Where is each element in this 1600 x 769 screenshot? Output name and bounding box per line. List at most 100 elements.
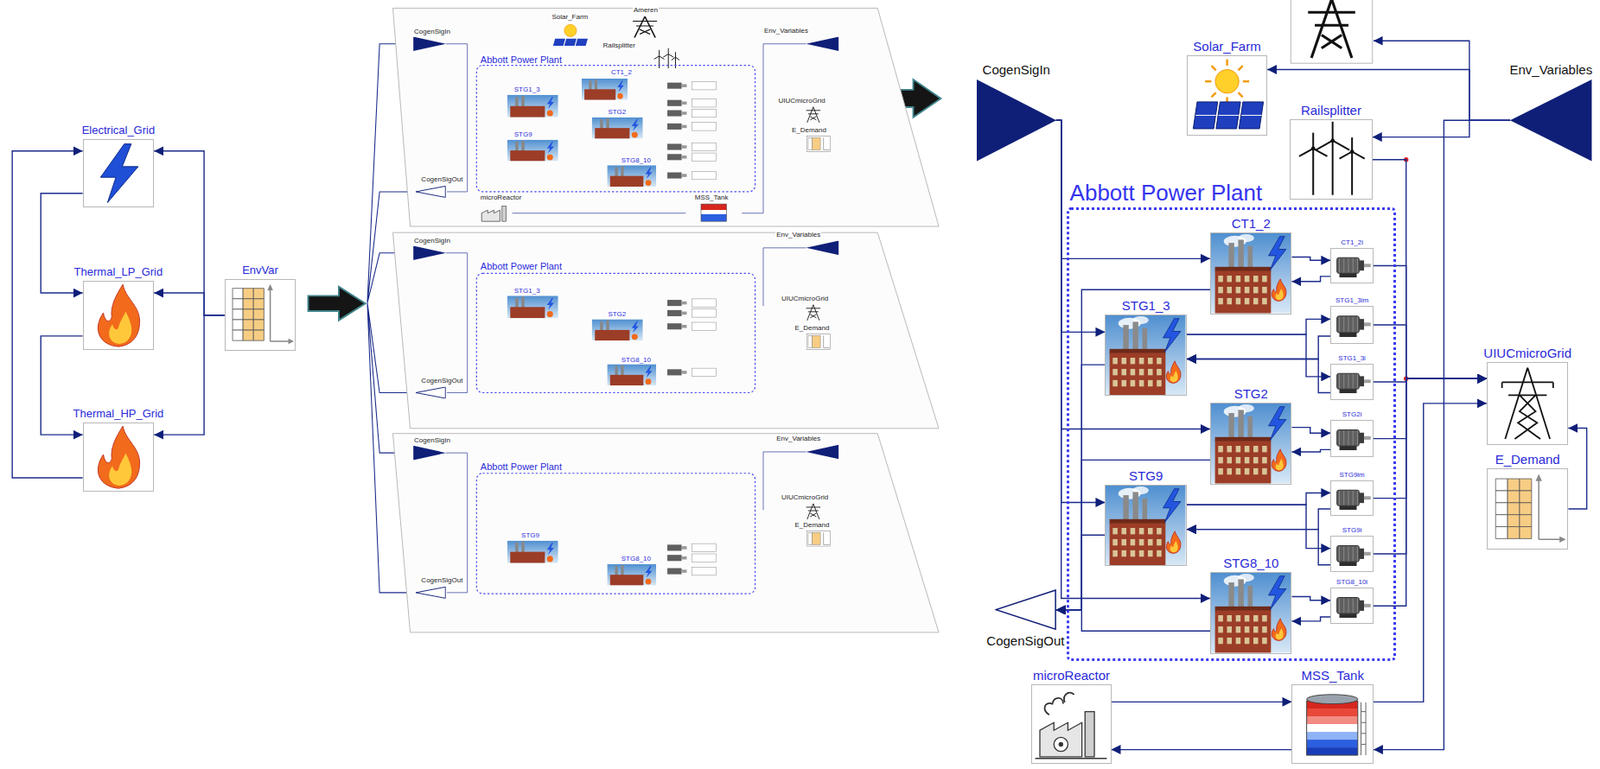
- plane-label-text: UIUCmicroGrid: [777, 96, 827, 105]
- icon-part: [1359, 376, 1365, 388]
- plant-group: Abbott Power PlantCT1_2CT1_2iSTG1_3STG1_…: [1066, 207, 1397, 662]
- icon-part: [1519, 515, 1532, 528]
- solar-block: Solar_Farm: [1186, 55, 1268, 136]
- icon-part: [97, 284, 140, 347]
- signal-wire: [1056, 120, 1106, 332]
- icon-part: [1351, 152, 1353, 196]
- plane-label-text: Env_Variables: [763, 26, 810, 35]
- icon-part: [1538, 480, 1562, 540]
- icon-part: [1130, 539, 1136, 546]
- icon-part: [1227, 446, 1233, 453]
- icon-part: [1357, 490, 1358, 506]
- icon-part: [1339, 505, 1358, 510]
- icon-art: [976, 79, 1057, 161]
- icon-part: [1237, 580, 1244, 612]
- icon-part: [1348, 598, 1350, 613]
- icon-part: [1519, 478, 1532, 491]
- icon-art: [1331, 364, 1373, 399]
- signal-wire: [1373, 378, 1487, 606]
- plane-label-text: Abbott Power Plant: [479, 461, 563, 473]
- icon-art: [1211, 233, 1291, 313]
- icon-part: [1166, 531, 1182, 555]
- icon-part: [232, 330, 243, 341]
- component-label: Thermal_LP_Grid: [73, 266, 165, 280]
- icon-part: [1121, 528, 1128, 535]
- component-label: Thermal_HP_Grid: [72, 407, 166, 421]
- icon-art: [1331, 306, 1373, 344]
- signal-wire: [1186, 509, 1331, 530]
- icon-part: [253, 330, 264, 341]
- plane-label: CogenSigOut: [420, 175, 464, 184]
- component-label: microReactor: [1032, 668, 1111, 683]
- icon-part: [100, 143, 139, 203]
- icon-part: [1253, 275, 1259, 282]
- icon-art: [1331, 481, 1373, 516]
- signal-wire: [1291, 617, 1331, 622]
- signal-wire: [1373, 325, 1487, 379]
- plane-label-text: CogenSigIn: [413, 236, 452, 245]
- icon-part: [1130, 379, 1136, 386]
- icon-part: [1268, 407, 1287, 441]
- icon-part: [1211, 92, 1216, 97]
- signal-wire: [1373, 266, 1487, 380]
- icon-part: [1244, 468, 1250, 475]
- icon-part: [1348, 374, 1350, 389]
- icon-art: [1105, 315, 1186, 396]
- signal-wire: [1056, 535, 1106, 611]
- component-label: UIUCmicroGrid: [1482, 345, 1573, 361]
- plane-label: CogenSigOut: [420, 576, 464, 585]
- wind-block: Railsplitter: [1289, 119, 1373, 200]
- plane-label-text: STG2: [606, 310, 627, 319]
- icon-part: [1109, 522, 1167, 566]
- icon-part: [1227, 457, 1233, 464]
- icon-part: [1262, 468, 1268, 475]
- icon-part: [1166, 531, 1182, 555]
- icon-part: [1348, 317, 1350, 333]
- icon-part: [1211, 233, 1291, 313]
- plane-label-text: MSS_Tank: [694, 193, 730, 202]
- icon-part: [1559, 535, 1566, 542]
- signal-wire: [1267, 70, 1511, 122]
- component-label: STG8_10: [1222, 555, 1280, 571]
- icon-part: [1045, 693, 1075, 716]
- icon-part: [1105, 485, 1186, 566]
- icon-art: [83, 281, 154, 350]
- icon-part: [1337, 430, 1360, 447]
- icon-part: [1227, 286, 1233, 294]
- icon-part: [287, 338, 294, 345]
- icon-part: [1330, 139, 1335, 144]
- generator-block: STG1_3i: [1330, 363, 1374, 400]
- icon-part: [1253, 637, 1259, 644]
- signal-wire: [1056, 120, 1106, 503]
- signal-wire: [1056, 610, 1211, 632]
- icon-part: [1237, 92, 1243, 97]
- plane-label-text: CogenSigOut: [420, 576, 464, 585]
- icon-part: [1227, 468, 1233, 475]
- component-label: Abbott Power Plant: [1069, 180, 1264, 207]
- icon-art: [1290, 120, 1372, 199]
- plane-label-text: STG1_3: [513, 286, 542, 295]
- icon-part: [1275, 628, 1284, 640]
- icon-part: [1352, 374, 1354, 389]
- icon-part: [1271, 618, 1287, 642]
- plane-label: STG2: [606, 108, 627, 116]
- icon-part: [1157, 539, 1163, 546]
- icon-part: [1359, 260, 1365, 271]
- icon-part: [1271, 279, 1287, 302]
- icon-part: [1236, 637, 1242, 644]
- icon-art: [83, 140, 154, 207]
- icon-part: [253, 319, 264, 331]
- icon-part: [1244, 637, 1250, 644]
- plant-block: STG9: [1104, 484, 1186, 567]
- component-label: STG1_3im: [1334, 296, 1370, 305]
- icon-part: [1313, 148, 1327, 157]
- icon-part: [1253, 615, 1259, 622]
- icon-part: [1337, 316, 1360, 333]
- icon-part: [1495, 503, 1508, 516]
- icon-part: [1253, 457, 1259, 464]
- icon-part: [242, 288, 254, 300]
- icon-part: [1262, 275, 1268, 282]
- icon-part: [1113, 550, 1119, 557]
- icon-part: [1262, 298, 1268, 305]
- plane-label-text: E_Demand: [793, 521, 830, 530]
